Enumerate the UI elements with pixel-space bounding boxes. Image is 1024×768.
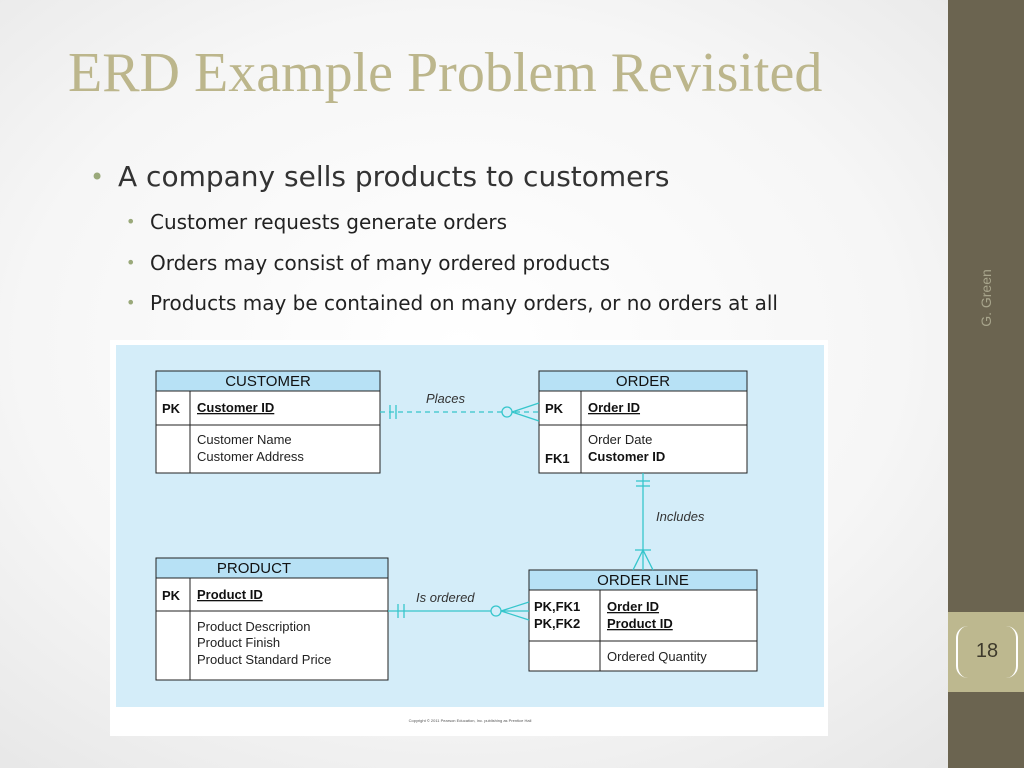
order-line-key-attr-product-id: Product ID	[607, 616, 673, 631]
entity-customer: CUSTOMER PK Customer ID Customer Name Cu…	[155, 370, 381, 474]
product-attr-description: Product Description	[197, 619, 310, 634]
order-pk-attr: Order ID	[588, 400, 640, 415]
page-number-frame	[956, 626, 1018, 678]
entity-order-line: ORDER LINE PK,FK1 PK,FK2 Order ID Produc…	[528, 569, 758, 672]
includes-crowfoot-left	[632, 549, 644, 571]
order-line-key-label-2: PK,FK2	[534, 616, 580, 631]
customer-pk-attr: Customer ID	[197, 400, 274, 415]
relationship-includes	[632, 473, 654, 571]
order-fk-label: FK1	[545, 451, 570, 466]
copyright-notice: Copyright © 2011 Pearson Education, Inc.…	[408, 718, 532, 723]
places-zero-circle	[501, 406, 513, 418]
places-label: Places	[426, 391, 466, 406]
includes-label: Includes	[656, 509, 705, 524]
bullet-main: A company sells products to customers	[90, 152, 778, 202]
slide-title: ERD Example Problem Revisited	[68, 42, 823, 104]
product-attr-finish: Product Finish	[197, 635, 280, 650]
order-title: ORDER	[616, 373, 670, 390]
product-title: PRODUCT	[217, 560, 291, 577]
page-number-panel	[948, 612, 1024, 692]
places-crowfoot-bottom	[511, 411, 540, 422]
is-ordered-label: Is ordered	[416, 590, 475, 605]
erd-diagram: CUSTOMER PK Customer ID Customer Name Cu…	[116, 345, 824, 707]
order-line-key-label-1: PK,FK1	[534, 599, 580, 614]
customer-attr-name: Customer Name	[197, 432, 292, 447]
order-line-key-attr-order-id: Order ID	[607, 599, 659, 614]
product-pk-label: PK	[162, 588, 181, 603]
customer-title: CUSTOMER	[225, 373, 311, 390]
order-attr-customer-id: Customer ID	[588, 449, 665, 464]
entity-order: ORDER PK Order ID Order Date FK1 Custome…	[538, 370, 748, 474]
bullet-sub-3: Products may be contained on many orders…	[90, 283, 778, 324]
order-pk-label: PK	[545, 401, 564, 416]
places-crowfoot-top	[511, 402, 540, 413]
is-ordered-zero-circle	[490, 605, 502, 617]
relationship-is-ordered	[388, 601, 530, 621]
page-number: 18	[975, 640, 999, 662]
relationship-places	[380, 402, 540, 422]
order-line-title: ORDER LINE	[597, 572, 689, 589]
author-label: G. Green	[978, 269, 994, 327]
includes-crowfoot-right	[642, 549, 654, 571]
bullet-list: A company sells products to customers Cu…	[90, 152, 778, 324]
entity-product: PRODUCT PK Product ID Product Descriptio…	[155, 557, 389, 681]
is-ordered-crowfoot-top	[500, 601, 530, 612]
is-ordered-crowfoot-bottom	[500, 610, 530, 621]
bullet-sub-1: Customer requests generate orders	[90, 202, 778, 243]
product-pk-attr: Product ID	[197, 587, 263, 602]
order-attr-date: Order Date	[588, 432, 652, 447]
bullet-sub-2: Orders may consist of many ordered produ…	[90, 243, 778, 284]
order-line-attr-quantity: Ordered Quantity	[607, 649, 707, 664]
customer-pk-label: PK	[162, 401, 181, 416]
product-attr-price: Product Standard Price	[197, 652, 331, 667]
customer-attr-address: Customer Address	[197, 449, 304, 464]
